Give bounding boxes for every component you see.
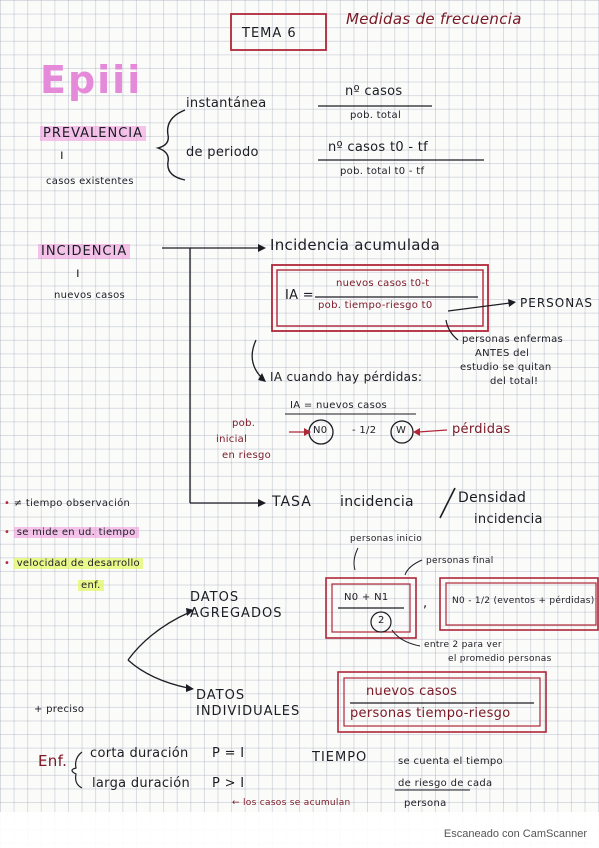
mas-preciso: + preciso [34, 704, 85, 715]
personas-inicio: personas inicio [350, 534, 423, 544]
frac1-bot: 2 [378, 615, 385, 626]
ia-denominator: pob. tiempo-riesgo t0 [318, 300, 433, 311]
datos-individuales-2: INDIVIDUALES [196, 704, 301, 719]
instantanea-denominator: pob. total [350, 110, 402, 121]
instantanea-label: instantánea [186, 96, 267, 111]
frac1-top: N0 + N1 [344, 592, 389, 603]
ia-inner-box [276, 269, 484, 327]
perdidas-formula-top: IA = nuevos casos [290, 400, 388, 411]
incidencia-title: INCIDENCIA [38, 244, 131, 259]
bullet-2: • se mide en ud. tiempo [4, 527, 139, 538]
tasa-title-b: incidencia [340, 494, 414, 510]
ia-outer-box [271, 264, 489, 332]
bullet-4: enf. [78, 580, 104, 591]
pob-inicial-3: en riesgo [222, 450, 272, 461]
prevalencia-subtitle: casos existentes [46, 176, 134, 187]
frac2-formula: N0 - 1/2 (eventos + pérdidas) [452, 596, 595, 606]
note-line-4: del total! [490, 376, 539, 387]
enf-larga-rel: P > I [212, 776, 245, 791]
incidencia-subtitle: nuevos casos [54, 290, 126, 301]
tema-label: TEMA 6 [242, 26, 297, 41]
periodo-label: de periodo [186, 145, 259, 160]
promedio-1: entre 2 para ver [424, 640, 502, 650]
note-line-1: personas enfermas [462, 334, 564, 345]
enf-corta-rel: P = I [212, 746, 245, 761]
tasa-title-d: incidencia [474, 512, 543, 527]
indiv-denominator: personas tiempo-riesgo [350, 706, 511, 721]
prevalencia-title: PREVALENCIA [40, 126, 147, 141]
perdidas-label: IA cuando hay pérdidas: [270, 370, 423, 384]
incidencia-acumulada-title: Incidencia acumulada [270, 236, 441, 254]
formula-n0: N0 [313, 425, 328, 436]
enf-corta: corta duración [90, 746, 189, 761]
personas-label: PERSONAS [520, 296, 594, 310]
personas-final: personas final [426, 556, 494, 566]
enf-note: ← los casos se acumulan [232, 798, 351, 808]
periodo-numerator: nº casos t0 - tf [328, 140, 429, 155]
tasa-title-c: Densidad [458, 490, 527, 506]
instantanea-numerator: nº casos [345, 84, 403, 99]
promedio-2: el promedio personas [448, 654, 552, 664]
tiempo-note-2: de riesgo de cada [398, 778, 493, 789]
ia-numerator: nuevos casos t0-t [336, 278, 430, 289]
note-line-3: estudio se quitan [460, 362, 552, 373]
tasa-title-a: TASA [272, 494, 312, 510]
bullet-3: • velocidad de desarrollo [4, 558, 143, 569]
ia-label: IA = [285, 288, 314, 303]
datos-agregados-2: AGREGADOS [190, 606, 283, 621]
indiv-numerator: nuevos casos [366, 684, 458, 699]
tiempo-label: TIEMPO [312, 750, 368, 765]
datos-individuales-1: DATOS [196, 688, 246, 703]
datos-agregados-1: DATOS [190, 590, 240, 605]
enf-label: Enf. [38, 752, 68, 770]
footer-band [0, 812, 599, 848]
formula-minus: - 1/2 [352, 425, 377, 436]
perdidas-note: pérdidas [452, 422, 511, 437]
pob-inicial-1: pob. [232, 418, 256, 429]
pob-inicial-2: inicial [216, 434, 248, 445]
prevalencia-brace [155, 109, 186, 181]
periodo-denominator: pob. total t0 - tf [340, 166, 425, 177]
bullet-1: • ≠ tiempo observación [4, 498, 131, 509]
epiii-logo: Epiii [40, 58, 143, 102]
note-line-2: ANTES del [475, 348, 530, 359]
enf-larga: larga duración [92, 776, 190, 791]
tiempo-note-1: se cuenta el tiempo [398, 756, 503, 767]
tiempo-note-3: persona [404, 798, 447, 809]
formula-w: W [396, 425, 407, 436]
scanner-watermark: Escaneado con CamScanner [443, 828, 587, 840]
tema-box [230, 13, 327, 51]
subject-title: Medidas de frecuencia [346, 10, 522, 28]
